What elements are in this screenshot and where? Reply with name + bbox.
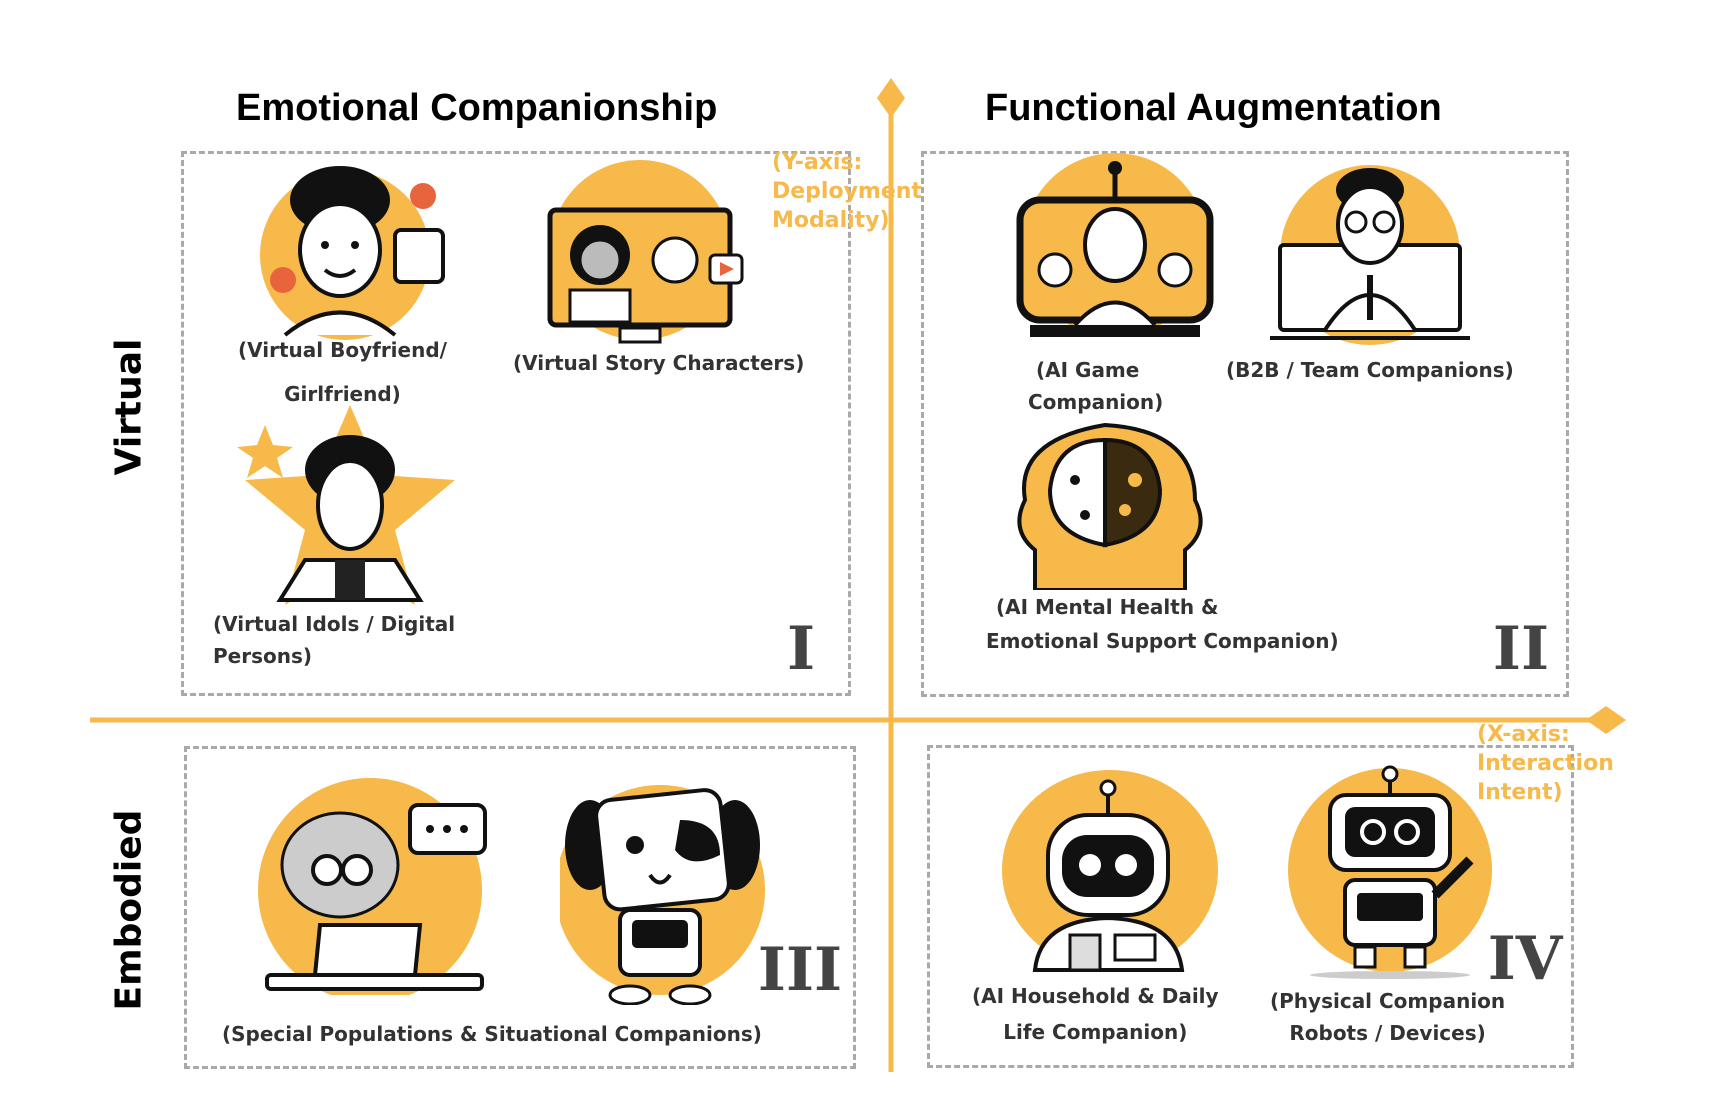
y-axis-label: (Y-axis: Deployment Modality) [772,148,922,235]
label-ai-game-companion: (AI Game Companion) [1028,354,1163,418]
quadrant-2-numeral: II [1492,614,1550,684]
y-axis-arrow-icon [877,78,905,118]
label-virtual-story-characters: (Virtual Story Characters) [513,351,805,375]
companion-robot-icon [1288,765,1492,979]
idol-star-icon [237,405,455,605]
label-line: Companion) [1028,390,1164,414]
quadrant-3-box [184,746,856,1069]
brain-head-icon [1017,422,1203,590]
column-title-functional: Functional Augmentation [985,87,1442,129]
y-axis-label-line: Modality) [772,208,890,233]
x-axis-arrow-icon [1586,706,1626,734]
label-line: (AI Mental Health & [996,595,1219,619]
x-axis-label: (X-axis: Interaction Intent) [1477,720,1614,807]
label-ai-household: (AI Household & Daily Life Companion) [972,978,1219,1050]
label-ai-mental-health: (AI Mental Health & Emotional Support Co… [986,590,1339,658]
elder-laptop-icon [258,778,487,995]
column-title-emotional: Emotional Companionship [236,87,718,129]
companion-person-icon [260,166,445,340]
label-line: (Virtual Boyfriend/ [238,338,447,362]
y-axis-label-line: Deployment [772,179,922,204]
label-b2b-team: (B2B / Team Companions) [1226,358,1514,382]
label-line: Persons) [213,644,313,668]
quadrant-2-box [921,151,1569,697]
label-virtual-idols: (Virtual Idols / Digital Persons) [213,608,455,672]
robot-dog-icon [560,785,765,1005]
label-line: (AI Household & Daily [972,984,1219,1008]
x-axis-label-line: (X-axis: [1477,722,1570,747]
x-axis-label-line: Intent) [1477,780,1563,805]
label-line: (Virtual Idols / Digital [213,612,456,636]
label-line: Life Companion) [1003,1020,1188,1044]
story-characters-monitor-icon [547,160,744,344]
quadrant-4-numeral: IV [1487,924,1563,994]
quadrant-4-box [927,745,1574,1068]
quadrant-1-box [181,151,851,696]
label-virtual-boyfriend: (Virtual Boyfriend/ Girlfriend) [238,328,447,416]
household-robot-icon [1002,770,1218,972]
quadrant-1-numeral: I [786,614,816,684]
label-special-populations: (Special Populations & Situational Compa… [222,1022,762,1046]
label-line: Robots / Devices) [1289,1021,1486,1045]
label-line: (AI Game [1036,358,1140,382]
quadrant-3-numeral: III [757,935,843,1005]
label-line: Emotional Support Companion) [986,629,1339,653]
y-axis-label-line: (Y-axis: [772,150,863,175]
label-line: Girlfriend) [284,382,401,406]
game-screen-icon [1016,153,1214,337]
x-axis-label-line: Interaction [1477,751,1614,776]
label-line: (Physical Companion [1270,989,1506,1013]
label-physical-robots: (Physical Companion Robots / Devices) [1270,985,1505,1049]
team-meeting-icon [1270,165,1470,345]
